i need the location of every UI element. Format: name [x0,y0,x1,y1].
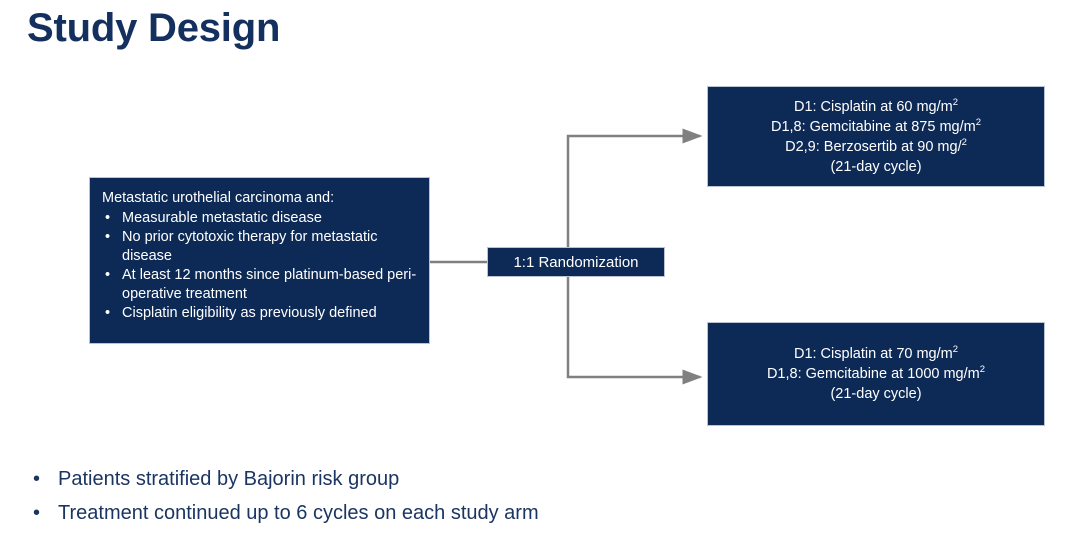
connector-randomization-to-experimental [566,128,703,262]
bullet-icon: • [105,210,111,226]
randomization-label: 1:1 Randomization [513,253,639,271]
eligibility-criteria-box: Metastatic urothelial carcinoma and: • M… [89,177,430,344]
bullet-icon: • [33,468,41,490]
experimental-arm-box: D1: Cisplatin at 60 mg/m2 D1,8: Gemcitab… [707,86,1045,187]
list-item: • Measurable metastatic disease [100,209,419,228]
superscript: 2 [952,344,959,356]
list-item: • Patients stratified by Bajorin risk gr… [30,462,730,496]
randomization-node: 1:1 Randomization [487,247,665,277]
bullet-icon: • [105,267,111,283]
connector-randomization-to-control [566,262,703,385]
list-item: • No prior cytotoxic therapy for metasta… [100,228,419,266]
arm-regimen-text: D1: Cisplatin at 60 mg/m [793,98,953,115]
arm-regimen-text: D1,8: Gemcitabine at 1000 mg/m [766,366,980,382]
list-item-label: Patients stratified by Bajorin risk grou… [58,468,400,490]
arm-cycle-line: (21-day cycle) [830,386,922,402]
list-item-label: No prior cytotoxic therapy for metastati… [122,229,378,264]
superscript: 2 [975,116,981,128]
bullet-icon: • [105,305,111,321]
bullet-icon: • [105,229,111,245]
arm-regimen-line: D1: Cisplatin at 70 mg/m2 [794,344,958,364]
arm-regimen-line: D2,9: Berzosertib at 90 mg/2 [785,137,967,157]
page-title: Study Design [27,6,281,50]
list-item: • Cisplatin eligibility as previously de… [100,304,419,323]
list-item-label: At least 12 months since platinum-based … [122,267,417,302]
eligibility-lead-text: Metastatic urothelial carcinoma and: [102,190,335,206]
list-item-label: Treatment continued up to 6 cycles on ea… [58,502,539,524]
list-item-label: Measurable metastatic disease [122,210,322,226]
list-item-label: Cisplatin eligibility as previously defi… [122,305,377,321]
arm-regimen-line: D1,8: Gemcitabine at 1000 mg/m2 [767,364,985,384]
superscript: 2 [979,364,986,376]
arm-cycle-line: (21-day cycle) [830,158,922,175]
list-item: • At least 12 months since platinum-base… [100,266,419,304]
arm-regimen-text: D1: Cisplatin at 70 mg/m [793,346,953,362]
arm-regimen-line: D1: Cisplatin at 60 mg/m2 [794,97,958,117]
arm-regimen-line: D1,8: Gemcitabine at 875 mg/m2 [771,117,981,137]
bullet-icon: • [33,502,41,524]
list-item: • Treatment continued up to 6 cycles on … [30,496,730,530]
eligibility-criteria-list: • Measurable metastatic disease • No pri… [100,209,419,323]
superscript: 2 [952,96,959,108]
arm-regimen-text: D2,9: Berzosertib at 90 mg/ [785,138,962,155]
superscript: 2 [961,136,967,148]
arm-regimen-text: D1,8: Gemcitabine at 875 mg/m [770,118,976,135]
bottom-notes-list: • Patients stratified by Bajorin risk gr… [30,462,730,530]
control-arm-box: D1: Cisplatin at 70 mg/m2 D1,8: Gemcitab… [707,322,1045,426]
